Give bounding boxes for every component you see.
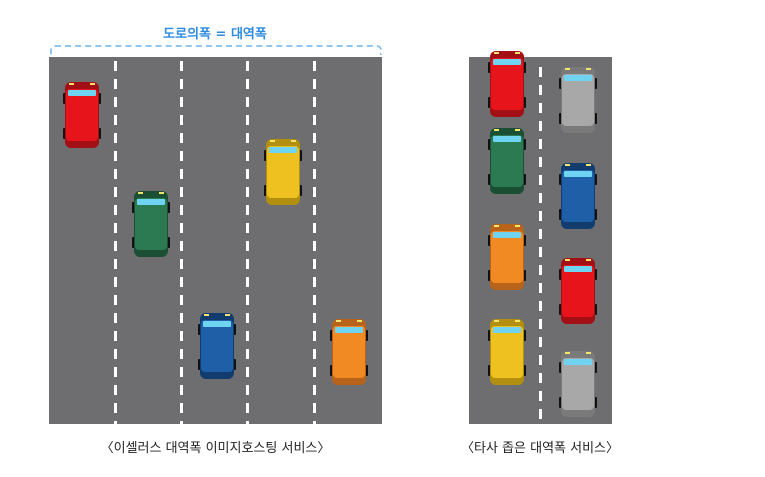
car-yellow bbox=[264, 139, 302, 205]
car-green bbox=[488, 128, 526, 194]
car-orange bbox=[488, 224, 526, 290]
car-green bbox=[132, 191, 170, 257]
road-width-bracket bbox=[50, 45, 382, 55]
car-red bbox=[488, 51, 526, 117]
narrow-road-caption: 〈타사 좁은 대역폭 서비스〉 bbox=[461, 441, 619, 456]
wide-road-caption: 〈이셀러스 대역폭 이미지호스팅 서비스〉 bbox=[100, 441, 331, 456]
car-red bbox=[559, 258, 597, 324]
lane-line bbox=[246, 61, 249, 424]
car-blue bbox=[559, 163, 597, 229]
lane-line bbox=[313, 61, 316, 424]
car-red bbox=[63, 82, 101, 148]
car-gray bbox=[559, 351, 597, 417]
car-gray bbox=[559, 67, 597, 133]
lane-line bbox=[114, 61, 117, 424]
car-blue bbox=[198, 313, 236, 379]
car-orange bbox=[330, 319, 368, 385]
road-width-label: 도로의폭 = 대역폭 bbox=[163, 27, 267, 42]
lane-line bbox=[539, 67, 542, 424]
car-yellow bbox=[488, 319, 526, 385]
lane-line bbox=[180, 61, 183, 424]
